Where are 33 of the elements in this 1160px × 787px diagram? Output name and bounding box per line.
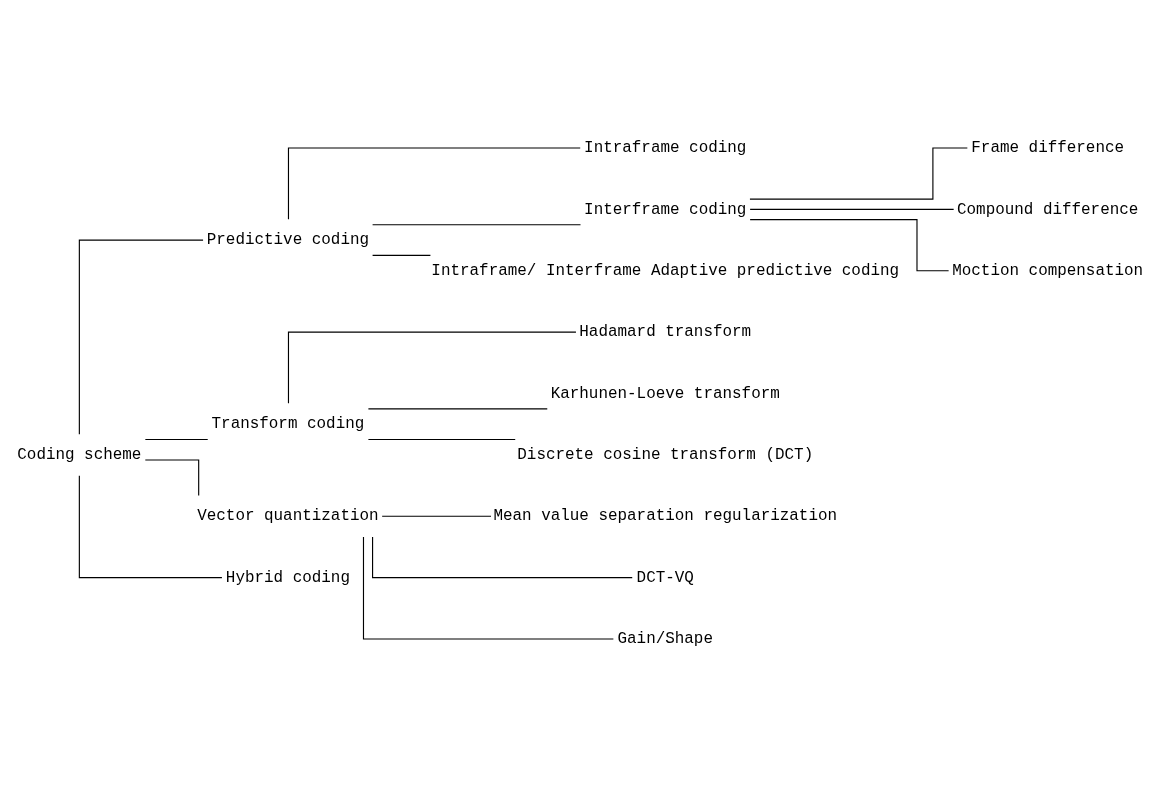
connector [372, 224, 582, 226]
node-text: Compound difference [957, 200, 1139, 219]
node-text: Intraframe/ Interframe Adaptive predictive coding [431, 261, 900, 280]
connector [362, 536, 614, 640]
connector [749, 219, 950, 272]
node-text: DCT-VQ [636, 568, 694, 587]
connector [144, 438, 209, 441]
node-text: Gain/Shape [617, 630, 713, 649]
connector [749, 208, 955, 210]
connector [287, 147, 581, 220]
node-text: Frame difference [971, 139, 1125, 158]
connector [144, 459, 200, 497]
node-text: Karhunen-Loeve transform [550, 384, 780, 403]
connector [381, 515, 492, 517]
node-text: Vector quantization [197, 507, 379, 526]
node-text: Hadamard transform [579, 323, 752, 342]
connector [367, 438, 516, 441]
node-text: Coding scheme [17, 446, 142, 465]
node-text: Moction compensation [952, 261, 1144, 280]
connector [78, 475, 223, 579]
connector [287, 331, 577, 404]
node-text: Transform coding [211, 415, 365, 434]
node-text: Discrete cosine transform (DCT) [517, 446, 814, 465]
connector [367, 408, 548, 410]
node-text: Intraframe coding [584, 139, 747, 158]
connector [749, 147, 968, 200]
connector [372, 254, 431, 256]
node-text: Predictive coding [206, 231, 370, 250]
node-text: Interframe coding [584, 200, 747, 219]
connector [372, 536, 633, 579]
node-text: Mean value separation regularization [493, 507, 838, 526]
node-text: Hybrid coding [225, 568, 350, 587]
connector [78, 239, 204, 435]
